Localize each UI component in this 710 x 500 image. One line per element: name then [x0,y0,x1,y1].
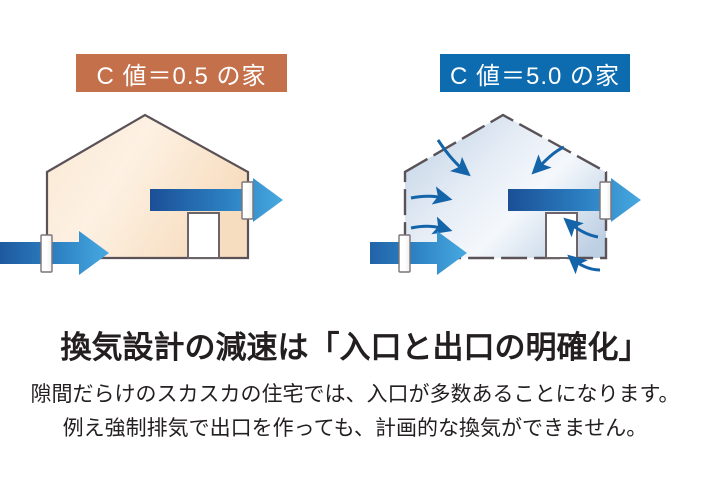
house-door-leaky [545,212,578,259]
leak-arrow-roof-right [531,145,565,175]
airtight-house-illustration [0,100,370,305]
leaky-house-svg [370,113,641,275]
body-text-line-1: 隙間だらけのスカスカの住宅では、入口が多数あることになります。 [30,383,680,406]
inlet-arrow-leaky [370,231,467,275]
leak-arrow-wall-right-upper [563,217,599,239]
body-text-line-2: 例え強制排気で出口を作っても、計画的な換気ができません。 [62,417,648,440]
badge-airtight-house: C 値＝0.5 の家 [76,54,287,92]
leaky-house-illustration [370,100,710,305]
page-headline: 換気設計の減速は「入口と出口の明確化」 [60,330,650,365]
house-door-airtight [187,212,220,259]
wall-vent-upper-airtight [241,181,254,220]
wall-vent-lower-leaky [398,234,411,273]
leak-arrow-roof-left [436,139,471,177]
airtight-house-svg [0,113,283,275]
badge-leaky-house: C 値＝5.0 の家 [440,54,630,92]
leak-arrow-wall-upper-left [410,186,453,205]
leak-arrow-wall-mid-left [410,216,453,235]
wall-vent-lower-airtight [40,234,53,273]
inlet-arrow-airtight [0,231,109,275]
leak-arrow-wall-right-lower [567,254,601,275]
wall-vent-upper-leaky [599,181,612,220]
